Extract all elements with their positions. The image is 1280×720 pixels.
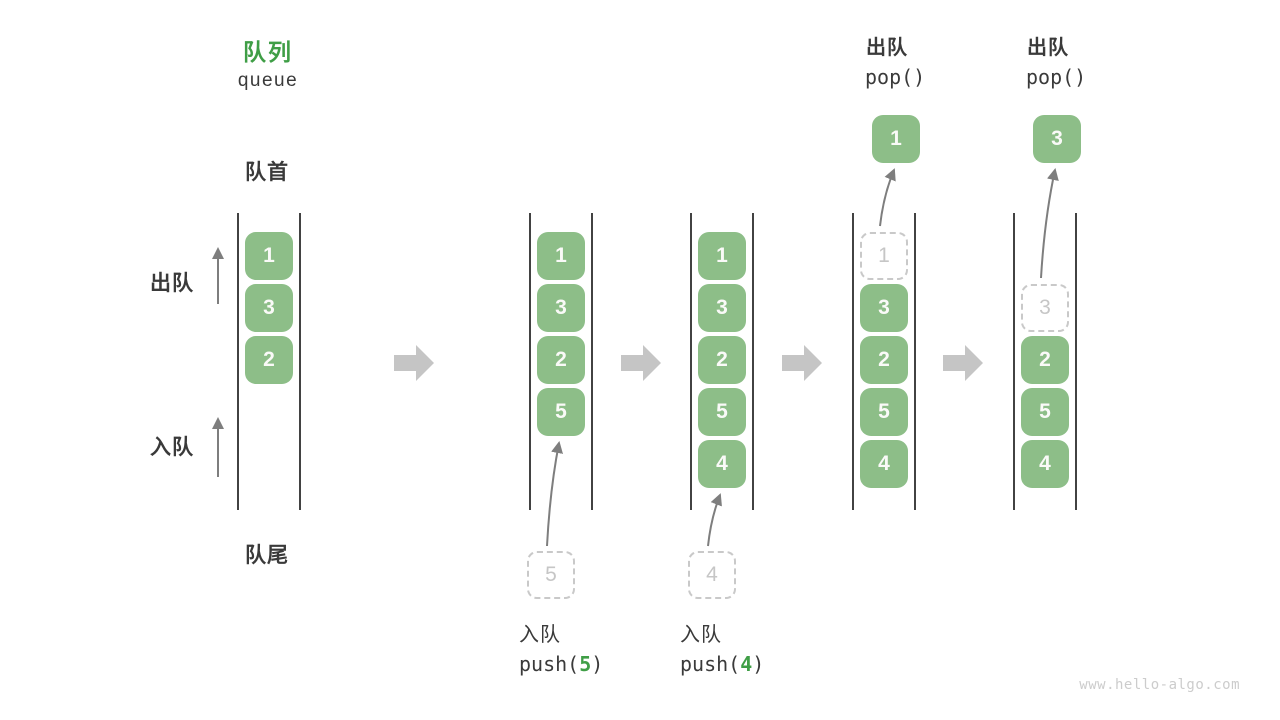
queue-slot: 2	[537, 336, 585, 384]
queue-slot: 3	[698, 284, 746, 332]
enqueue-move-arrow	[546, 441, 563, 547]
queue-slot: 1	[698, 232, 746, 280]
watermark: www.hello-algo.com	[1079, 677, 1240, 693]
queue-slot: 2	[1021, 336, 1069, 384]
state-transition-arrow	[782, 345, 822, 381]
queue-slot: 2	[698, 336, 746, 384]
queue-slot: 5	[537, 388, 585, 436]
queue-container-line	[1075, 213, 1077, 510]
popped-item: 1	[872, 115, 920, 163]
state-transition-arrow	[621, 345, 661, 381]
queue-slot: 4	[860, 440, 908, 488]
queue-slot: 3	[537, 284, 585, 332]
enqueue-move-arrow	[707, 493, 722, 547]
queue-container-line	[1013, 213, 1015, 510]
queue-slot: 3	[860, 284, 908, 332]
incoming-item: 4	[688, 551, 736, 599]
dequeue-op-label: 出队	[866, 37, 908, 59]
queue-container-line	[299, 213, 301, 510]
queue-container-line	[237, 213, 239, 510]
dequeue-op-label: 出队	[1027, 37, 1069, 59]
queue-slot-dashed: 1	[860, 232, 908, 280]
queue-slot: 1	[537, 232, 585, 280]
dequeue-move-arrow	[1040, 168, 1059, 279]
queue-container-line	[852, 213, 854, 510]
popped-item: 3	[1033, 115, 1081, 163]
queue-container-line	[752, 213, 754, 510]
queue-slot: 4	[698, 440, 746, 488]
queue-front-label: 队首	[245, 161, 289, 184]
pop-code-label: pop()	[1026, 65, 1087, 89]
queue-slot: 3	[245, 284, 293, 332]
queue-container-line	[529, 213, 531, 510]
incoming-item: 5	[527, 551, 575, 599]
queue-slot: 4	[1021, 440, 1069, 488]
enqueue-side-label: 入队	[150, 436, 194, 459]
enqueue-op-label: 入队	[519, 624, 561, 646]
queue-slot: 5	[698, 388, 746, 436]
queue-container-line	[690, 213, 692, 510]
diagram-subtitle: queue	[237, 70, 299, 91]
queue-container-line	[914, 213, 916, 510]
queue-slot: 1	[245, 232, 293, 280]
enqueue-op-label: 入队	[680, 624, 722, 646]
push-code-label: push(5)	[519, 652, 604, 676]
queue-slot-dashed: 3	[1021, 284, 1069, 332]
dequeue-move-arrow	[879, 168, 896, 227]
queue-slot: 2	[860, 336, 908, 384]
queue-container-line	[591, 213, 593, 510]
queue-slot: 5	[1021, 388, 1069, 436]
queue-slot: 5	[860, 388, 908, 436]
state-transition-arrow	[394, 345, 434, 381]
push-arg-value: 4	[740, 652, 753, 676]
queue-rear-label: 队尾	[245, 544, 289, 567]
pop-code-label: pop()	[865, 65, 926, 89]
push-arg-value: 5	[579, 652, 592, 676]
push-code-label: push(4)	[680, 652, 765, 676]
dequeue-side-label: 出队	[150, 272, 194, 295]
queue-slot: 2	[245, 336, 293, 384]
diagram-title: 队列	[243, 39, 293, 65]
state-transition-arrow	[943, 345, 983, 381]
